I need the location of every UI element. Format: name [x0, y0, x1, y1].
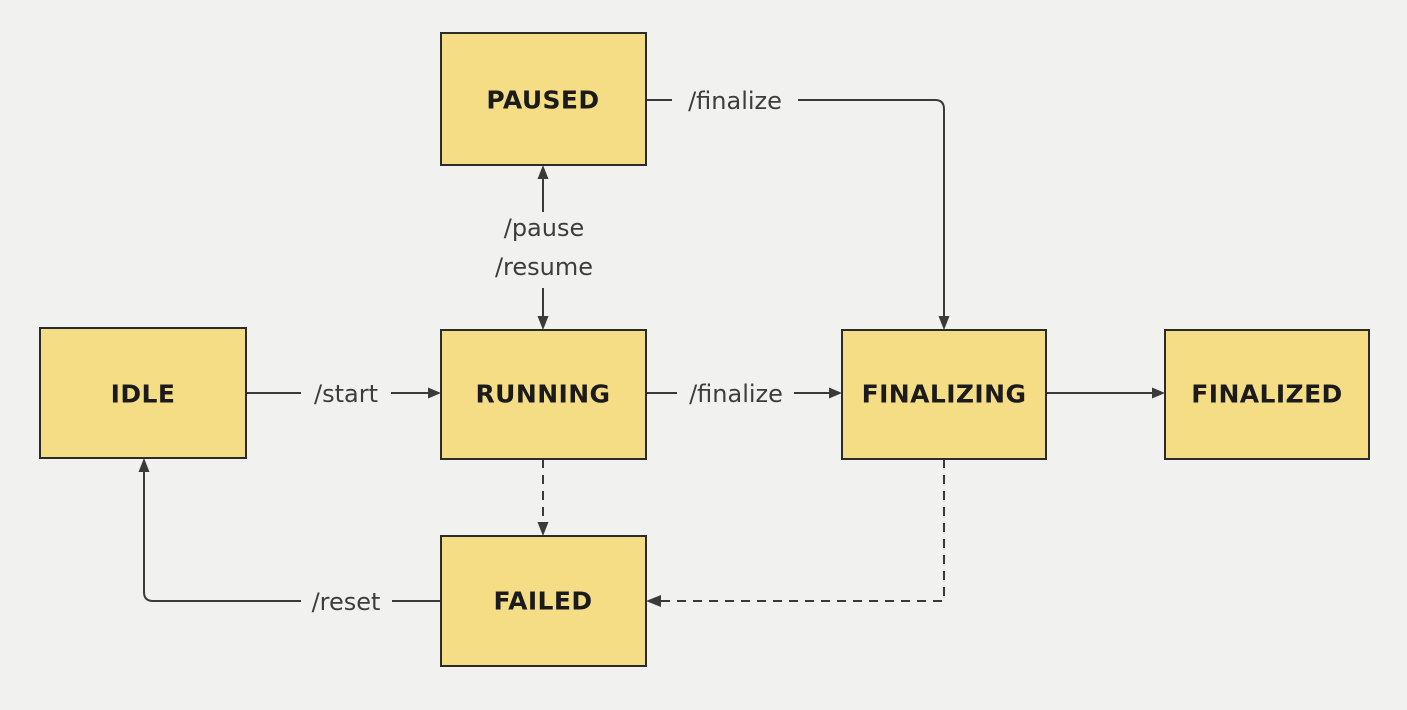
state-label-failed: FAILED: [493, 587, 592, 616]
edge-label-pause: /pause: [504, 214, 585, 242]
arrowhead-to-finalized: [1152, 387, 1165, 399]
state-label-paused: PAUSED: [486, 86, 599, 115]
transition-paused-finalize-finalizing: /finalize: [646, 87, 950, 330]
transition-finalizing-failed: [646, 459, 945, 607]
arrowhead-to-finalizing-from-running: [829, 387, 842, 399]
arrowhead-to-failed-from-running: [537, 522, 549, 536]
state-label-idle: IDLE: [111, 380, 176, 409]
state-node-paused[interactable]: PAUSED: [440, 32, 647, 166]
transition-running-pause-paused: /pause: [504, 165, 585, 242]
edge-label-finalize-from-paused: /finalize: [688, 87, 782, 115]
transition-finalizing-finalized: [1046, 387, 1165, 399]
arrowhead-to-finalizing-from-paused: [938, 316, 950, 330]
state-node-idle[interactable]: IDLE: [39, 327, 247, 459]
arrowhead-to-running-resume: [537, 316, 549, 330]
state-box-paused[interactable]: [440, 32, 647, 166]
state-node-finalized[interactable]: FINALIZED: [1164, 329, 1370, 460]
edge-segment-paused-finalize-elbow: [798, 99, 945, 319]
transition-idle-start-running: /start: [246, 380, 441, 408]
state-node-failed[interactable]: FAILED: [440, 535, 647, 667]
transition-paused-resume-running: /resume: [495, 253, 593, 330]
state-node-finalizing[interactable]: FINALIZING: [841, 329, 1047, 460]
arrowhead-to-paused: [537, 165, 549, 179]
arrowhead-to-idle: [138, 458, 150, 472]
transition-running-failed: [537, 459, 549, 536]
transition-failed-reset-idle: /reset: [138, 458, 441, 616]
edge-segment-finalizing-failed: [661, 459, 945, 602]
state-box-running[interactable]: [440, 329, 647, 460]
state-label-running: RUNNING: [476, 380, 611, 409]
state-label-finalizing: FINALIZING: [862, 380, 1027, 409]
edge-label-reset: /reset: [312, 588, 381, 616]
state-box-finalized[interactable]: [1164, 329, 1370, 460]
arrowhead-to-running: [428, 387, 441, 399]
state-box-failed[interactable]: [440, 535, 647, 667]
edge-label-finalize-from-running: /finalize: [689, 380, 783, 408]
state-node-running[interactable]: RUNNING: [440, 329, 647, 460]
transition-running-finalize-finalizing: /finalize: [646, 380, 842, 408]
state-box-finalizing[interactable]: [841, 329, 1047, 460]
edge-segment-reset-elbow: [143, 470, 301, 602]
state-label-finalized: FINALIZED: [1191, 380, 1342, 409]
arrowhead-to-failed-from-finalizing: [646, 595, 661, 607]
edge-label-start: /start: [314, 380, 378, 408]
edge-label-resume: /resume: [495, 253, 593, 281]
state-box-idle[interactable]: [39, 327, 247, 459]
